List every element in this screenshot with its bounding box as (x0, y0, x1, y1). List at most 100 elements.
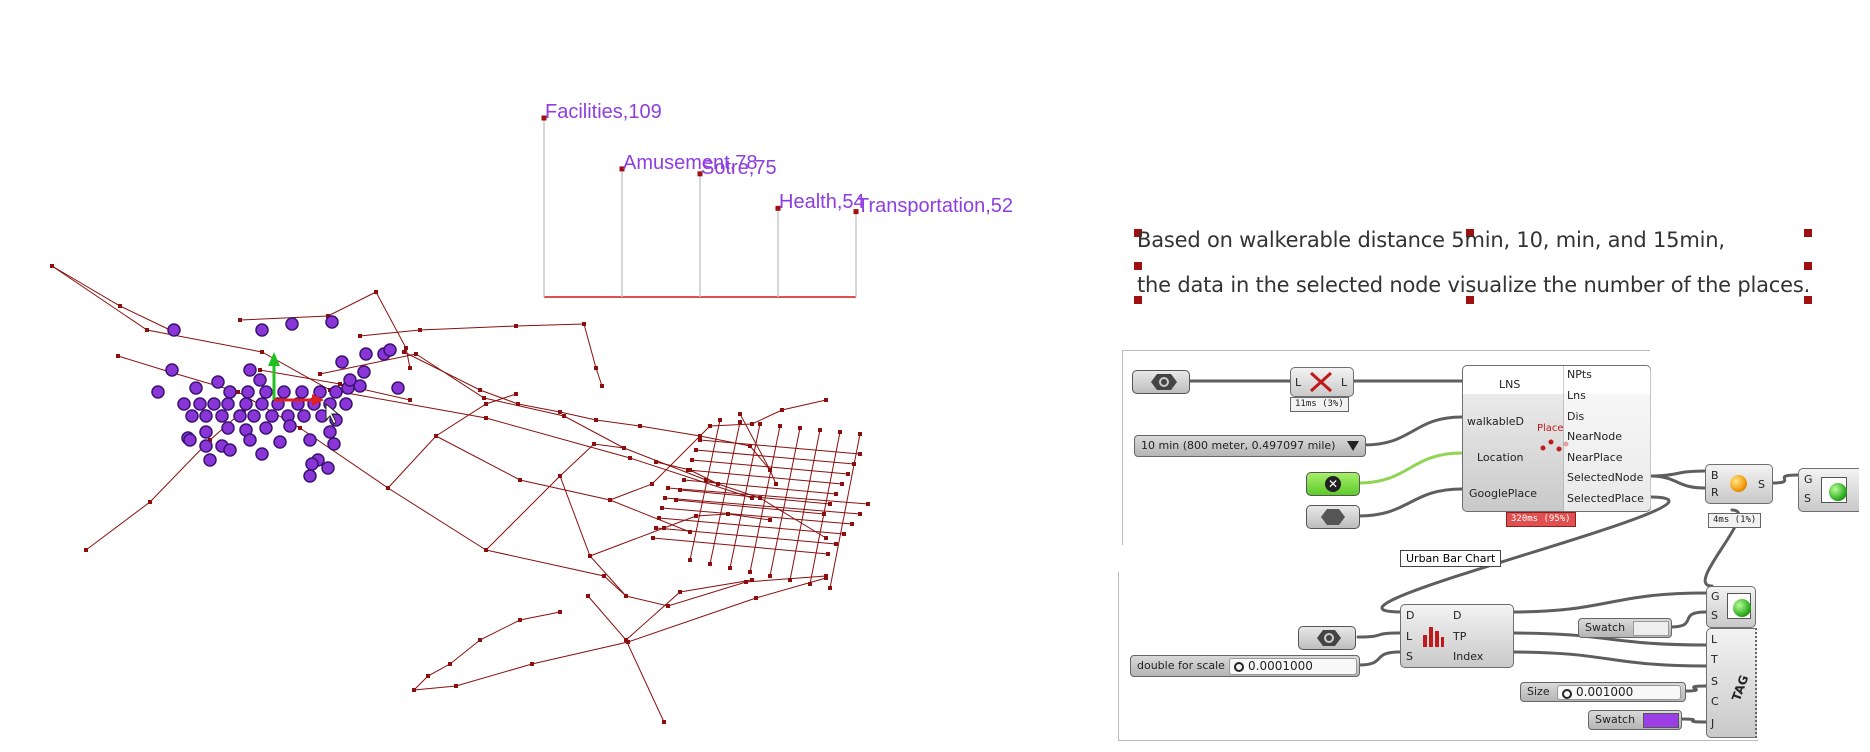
text-grip[interactable] (1804, 229, 1812, 237)
road-segment (661, 507, 853, 525)
road-segment (809, 431, 841, 585)
road-node (858, 512, 862, 516)
road-node (608, 498, 612, 502)
text-tag-component[interactable]: L T S C J TAG (1706, 628, 1757, 738)
road-node (834, 542, 838, 546)
place-marker (255, 447, 269, 461)
walk-distance-dropdown[interactable]: 10 min (800 meter, 0.497097 mile) (1134, 435, 1366, 457)
road-node (750, 496, 754, 500)
swatch-1[interactable]: Swatch (1578, 618, 1672, 638)
road-node (408, 366, 412, 370)
text-grip[interactable] (1804, 296, 1812, 304)
preview-sphere-icon (1829, 483, 1847, 501)
description-line-1: Based on walkerable distance 5min, 10, m… (1137, 228, 1725, 252)
road-segment (699, 439, 861, 455)
sphere-input-r: R (1711, 486, 1719, 499)
size-slider-value[interactable]: 0.001000 (1557, 685, 1681, 700)
tag-input-c: C (1711, 695, 1719, 708)
wire (1510, 591, 1708, 614)
grasshopper-canvas[interactable]: L L 11ms (3%) 10 min (800 meter, 0.49709… (1118, 350, 1862, 750)
text-grip[interactable] (1466, 296, 1474, 304)
place-marker (329, 385, 343, 399)
output-nearnode: NearNode (1567, 430, 1622, 443)
curve-param[interactable] (1132, 370, 1190, 394)
road-node (850, 522, 854, 526)
place-marker (211, 375, 225, 389)
preview2-input-s: S (1711, 609, 1718, 622)
road-node (484, 402, 488, 406)
place-marker (185, 409, 199, 423)
place-marker (167, 323, 181, 337)
wire (1647, 474, 1707, 490)
geometry-param[interactable] (1306, 505, 1360, 529)
road-segment (683, 479, 837, 495)
urban-bar-chart-component[interactable]: D L S D TP Index (1400, 604, 1514, 668)
place-component[interactable]: LNS walkableD Location GooglePlace Place… (1462, 365, 1651, 512)
road-node (694, 448, 698, 452)
road-node (624, 594, 628, 598)
place-marker (327, 437, 341, 451)
road-node (690, 458, 694, 462)
line-timer: 11ms (3%) (1290, 397, 1349, 412)
sphere-component[interactable]: B R S (1705, 464, 1773, 504)
road-node (260, 350, 264, 354)
swatch-2-color[interactable] (1643, 713, 1679, 728)
wire (1682, 684, 1708, 693)
tag-input-s: S (1711, 675, 1718, 688)
place-marker (199, 409, 213, 423)
road-node (808, 582, 812, 586)
preview1-input-s: S (1804, 492, 1811, 505)
description-line-2: the data in the selected node visualize … (1137, 273, 1811, 297)
text-grip[interactable] (1466, 229, 1474, 237)
place-marker (221, 397, 235, 411)
road-node (678, 590, 682, 594)
place-marker (339, 397, 353, 411)
place-marker (259, 385, 273, 399)
road-node (654, 526, 658, 530)
road-node (514, 392, 518, 396)
road-node (650, 482, 654, 486)
barchart-output-tp: TP (1453, 630, 1467, 643)
road-node (594, 366, 598, 370)
road-node (774, 482, 778, 486)
road-segment (667, 487, 869, 505)
boolean-toggle[interactable]: ✕ (1306, 472, 1360, 496)
size-slider[interactable]: Size 0.001000 (1520, 682, 1686, 702)
road-node (738, 420, 742, 424)
text-grip[interactable] (1134, 296, 1142, 304)
text-grip[interactable] (1804, 262, 1812, 270)
road-node (408, 398, 412, 402)
canvas-border (1118, 740, 1758, 741)
road-node (662, 526, 666, 530)
road-segment (485, 443, 625, 551)
line-component[interactable]: L L (1290, 367, 1354, 397)
curve-param-2[interactable] (1298, 626, 1356, 650)
swatch-1-color[interactable] (1633, 621, 1669, 636)
road-node (758, 496, 762, 500)
text-grip[interactable] (1134, 262, 1142, 270)
road-node (418, 328, 422, 332)
road-segment (695, 449, 855, 465)
text-grip[interactable] (1134, 229, 1142, 237)
custom-preview-2[interactable]: G S (1706, 586, 1756, 628)
swatch-2[interactable]: Swatch (1588, 710, 1682, 730)
place-marker (243, 433, 257, 447)
wire (1380, 495, 1671, 614)
road-segment (655, 527, 837, 545)
road-node (238, 318, 242, 322)
scale-slider[interactable]: double for scale 0.0001000 (1130, 655, 1360, 677)
barchart-input-l: L (1406, 630, 1413, 643)
place-marker (277, 385, 291, 399)
custom-preview-1[interactable]: G S (1798, 468, 1859, 512)
tag-input-j: J (1711, 717, 1715, 730)
place-marker (189, 381, 203, 395)
road-node (600, 384, 604, 388)
scale-slider-value[interactable]: 0.0001000 (1229, 658, 1357, 675)
sphere-timer: 4ms (1%) (1708, 513, 1762, 528)
road-segment (739, 413, 771, 471)
road-segment (691, 459, 849, 475)
tag-input-l: L (1711, 633, 1718, 646)
road-node (704, 478, 708, 482)
